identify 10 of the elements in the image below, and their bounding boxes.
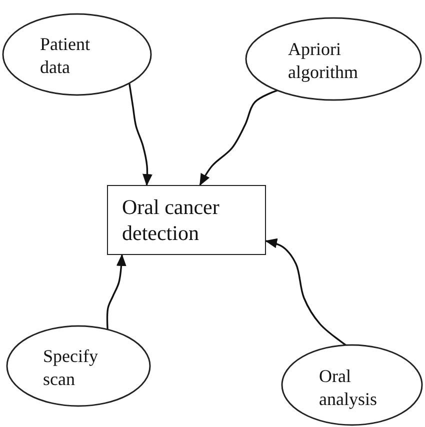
process-box bbox=[107, 185, 266, 255]
arrow bbox=[128, 83, 152, 186]
node-label: Specify scan bbox=[43, 345, 98, 391]
arrow bbox=[106, 254, 126, 330]
arrow bbox=[265, 238, 346, 346]
node-label: Apriori algorithm bbox=[288, 38, 358, 84]
arrow bbox=[199, 90, 278, 186]
node-label: Patient data bbox=[40, 33, 90, 79]
node-label: Oral cancer detection bbox=[122, 194, 220, 246]
node-label: Oral analysis bbox=[319, 365, 377, 411]
